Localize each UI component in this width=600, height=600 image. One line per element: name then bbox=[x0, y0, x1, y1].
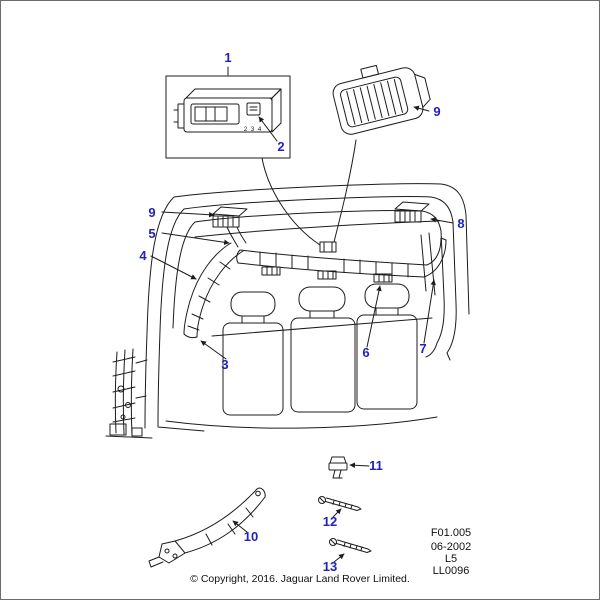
callout-10[interactable]: 10 bbox=[244, 529, 258, 544]
sheet-ref: L5 bbox=[445, 553, 457, 565]
callout-9-detail[interactable]: 9 bbox=[433, 104, 440, 119]
seatback-right bbox=[356, 314, 418, 410]
leader-7 bbox=[423, 279, 436, 344]
callout-9-installed[interactable]: 9 bbox=[148, 205, 155, 220]
pillar-duct bbox=[183, 242, 244, 339]
leader-4 bbox=[150, 255, 197, 280]
leader-11 bbox=[349, 462, 370, 469]
leader-3 bbox=[200, 340, 227, 360]
leader-2 bbox=[258, 116, 278, 142]
leader-8 bbox=[430, 217, 454, 224]
leader-6 bbox=[366, 285, 382, 348]
vent-mount-tab bbox=[360, 64, 380, 79]
date-ref: 06-2002 bbox=[431, 541, 471, 553]
callout-labels: 1 2 9 9 5 4 8 3 6 7 10 11 12 13 bbox=[139, 50, 464, 574]
clip-fastener-11 bbox=[328, 456, 348, 479]
vehicle-rear-outline bbox=[144, 183, 470, 432]
callout-7[interactable]: 7 bbox=[419, 341, 426, 356]
right-roof-vent bbox=[394, 201, 430, 223]
figure-ref: F01.005 bbox=[431, 527, 471, 539]
callout-8[interactable]: 8 bbox=[457, 216, 464, 231]
callout-6[interactable]: 6 bbox=[362, 345, 369, 360]
code-ref: LL0096 bbox=[433, 565, 470, 577]
panel-slider bbox=[205, 106, 216, 122]
leader-12 bbox=[332, 508, 342, 518]
screw-12 bbox=[318, 496, 362, 511]
control-panel-inset: 2 3 4 bbox=[165, 75, 291, 159]
control-panel-drawing: 2 3 4 bbox=[173, 88, 282, 133]
detail-connector-curves bbox=[261, 139, 357, 246]
leader-9-installed bbox=[161, 211, 215, 218]
copyright-text: © Copyright, 2016. Jaguar Land Rover Lim… bbox=[190, 573, 410, 585]
headrest-right bbox=[364, 283, 410, 309]
seatback-center bbox=[290, 317, 356, 413]
duct-outlets bbox=[261, 266, 393, 283]
inset-frame bbox=[165, 75, 291, 159]
seatback-left bbox=[222, 322, 284, 416]
duct-center-connector bbox=[319, 241, 337, 253]
vent-louvres bbox=[346, 78, 403, 125]
leader-lines bbox=[150, 66, 454, 563]
reference-block: F01.005 06-2002 L5 LL0096 bbox=[431, 527, 471, 577]
left-roof-vent bbox=[212, 206, 248, 228]
callout-4[interactable]: 4 bbox=[139, 248, 147, 263]
vent-grille-detail bbox=[332, 64, 431, 135]
screw-13 bbox=[329, 538, 372, 553]
rear-seats bbox=[222, 283, 418, 416]
fan-scale-label: 2 3 4 bbox=[244, 127, 262, 133]
headrest-center bbox=[298, 286, 346, 312]
roof-duct-assembly bbox=[183, 201, 447, 339]
callout-2[interactable]: 2 bbox=[277, 139, 284, 154]
callout-3[interactable]: 3 bbox=[221, 357, 228, 372]
leader-10 bbox=[232, 520, 248, 533]
callout-5[interactable]: 5 bbox=[148, 226, 155, 241]
panel-window bbox=[190, 103, 240, 125]
leader-9-detail bbox=[413, 105, 430, 112]
mounting-bracket bbox=[148, 487, 266, 568]
headrest-left bbox=[230, 291, 276, 317]
callout-1[interactable]: 1 bbox=[224, 50, 231, 65]
callout-11[interactable]: 11 bbox=[369, 458, 383, 473]
leader-5 bbox=[161, 232, 230, 245]
diagram-artwork: 2 3 4 bbox=[105, 64, 470, 568]
callout-13[interactable]: 13 bbox=[323, 559, 337, 574]
callout-12[interactable]: 12 bbox=[323, 514, 337, 529]
left-pillar-harness-detail bbox=[105, 348, 153, 439]
panel-button bbox=[246, 102, 261, 116]
leader-13 bbox=[333, 553, 345, 563]
